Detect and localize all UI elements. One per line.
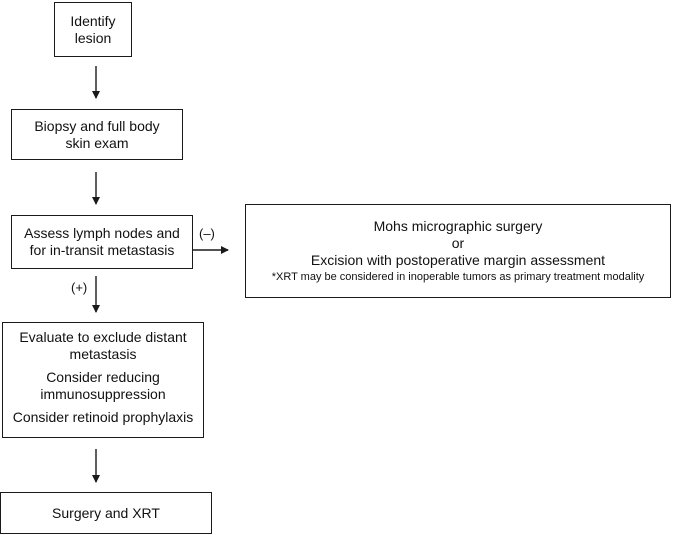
node-text: Mohs micrographic surgery — [373, 218, 543, 234]
node-assess-lymph-nodes: Assess lymph nodes and for in-transit me… — [11, 215, 193, 269]
node-text: skin exam — [65, 134, 129, 151]
node-text: or — [451, 235, 465, 251]
node-identify-lesion: Identify lesion — [54, 2, 132, 57]
node-text: Biopsy and full body — [34, 117, 160, 134]
node-text: Assess lymph nodes and — [24, 225, 180, 241]
node-text: Consider reducing — [46, 369, 160, 385]
node-text: for in-transit metastasis — [29, 242, 175, 258]
node-text: Identify — [70, 12, 116, 29]
node-text: metastasis — [69, 346, 137, 362]
node-text: lesion — [74, 29, 112, 46]
node-text: immunosuppression — [40, 386, 166, 402]
node-biopsy: Biopsy and full body skin exam — [11, 109, 183, 160]
edge-label-positive: (+) — [71, 280, 88, 295]
node-text: Surgery and XRT — [52, 504, 160, 521]
node-text: Excision with postoperative margin asses… — [310, 252, 606, 268]
edge-label-negative: (–) — [199, 226, 215, 241]
node-text: Evaluate to exclude distant — [19, 329, 187, 345]
node-footnote: *XRT may be considered in inoperable tum… — [271, 271, 645, 283]
node-text: Consider retinoid prophylaxis — [12, 409, 194, 425]
node-mohs-surgery: Mohs micrographic surgery or Excision wi… — [245, 204, 671, 298]
node-evaluate-distant-metastasis: Evaluate to exclude distant metastasis C… — [2, 322, 204, 438]
node-surgery-xrt: Surgery and XRT — [0, 492, 212, 534]
